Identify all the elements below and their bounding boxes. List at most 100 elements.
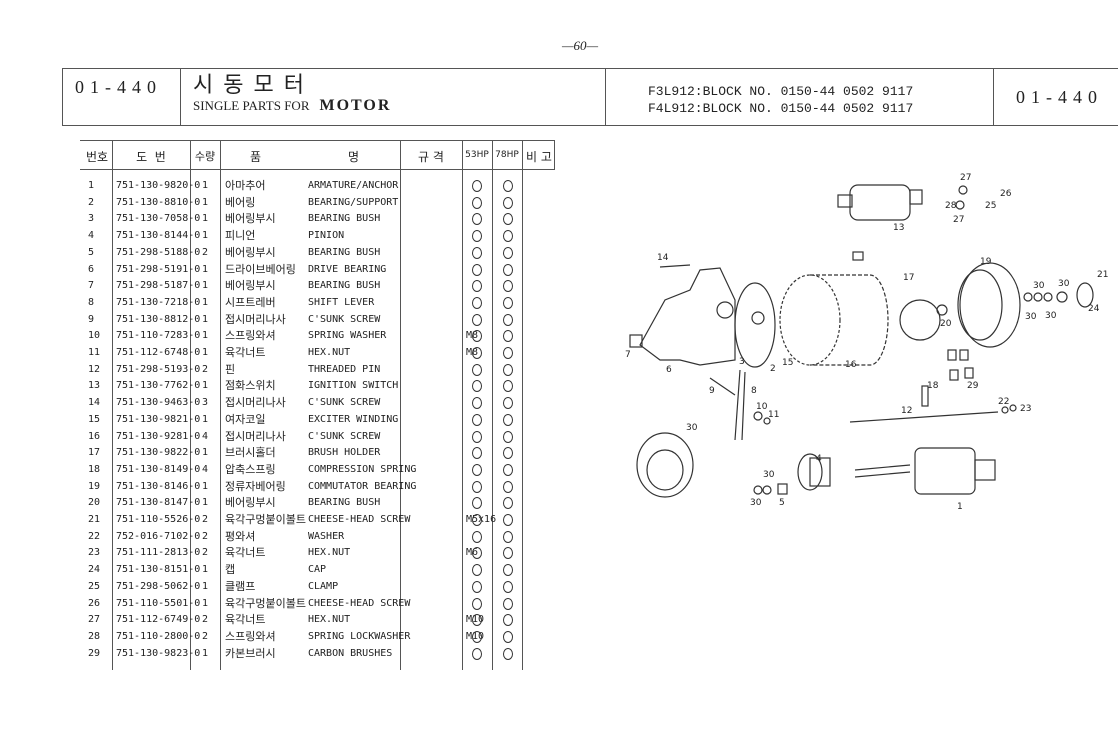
callout-number: 12 [901,406,912,416]
applicability-circle-icon [472,430,482,443]
applicability-circle-icon [472,413,482,426]
callout-number: 27 [960,173,971,183]
applicability-circle-icon [472,330,482,343]
name-korean: 베어링 [225,195,256,209]
bearing-support-drawing [734,282,776,368]
applicability-circle-icon [503,547,513,560]
applicability-circle-icon [472,614,482,627]
block-line: F3L912:BLOCK NO. 0150-44 0502 9117 [648,84,914,99]
row-no: 11 [88,347,101,358]
name-korean: 접시머리나사 [225,396,286,410]
title-prefix: SINGLE PARTS FOR [193,98,310,113]
name-english: C'SUNK SCREW [308,430,381,442]
shift-lever-drawing [709,369,771,441]
callout-number: 20 [940,319,952,329]
applicability-circle-icon [472,180,482,192]
quantity: 1 [202,196,209,208]
applicability-circle-icon [503,630,513,643]
quantity: 1 [202,647,209,659]
callout-number: 30 [1058,279,1070,289]
part-number: 751-130-9823-0 [116,647,201,659]
col-53hp: 53HP [465,150,489,160]
applicability-circle-icon [472,547,482,560]
callout-number: 5 [779,498,785,508]
name-korean: 피니언 [225,229,256,243]
row-no: 5 [88,246,95,258]
applicability-circle-icon [472,280,482,293]
callout-number: 30 [1033,281,1045,291]
name-english: SPRING LOCKWASHER [308,630,411,642]
name-korean: 카본브러시 [225,646,276,660]
applicability-circle-icon [472,313,482,326]
row-no: 4 [88,230,95,242]
callout-number: 23 [1020,404,1031,414]
name-english: BEARING BUSH [308,497,381,509]
callout-number: 18 [927,381,939,391]
applicability-circle-icon [503,296,513,309]
part-number: 751-110-5526-0 [116,514,201,525]
quantity: 4 [202,463,209,475]
callout-number: 22 [998,397,1009,407]
name-english: DRIVE BEARING [308,263,387,275]
applicability-circle-icon [503,330,513,343]
part-number: 751-110-2800-0 [116,630,201,642]
quantity: 1 [202,497,209,509]
part-number: 751-130-8147-0 [116,497,201,509]
row-no: 7 [88,280,95,292]
quantity: 1 [202,296,209,308]
part-number: 751-130-8810-0 [116,196,201,208]
name-english: CARBON BRUSHES [308,647,393,659]
applicability-circle-icon [472,296,482,309]
callout-number: 30 [763,470,775,480]
name-english: ARMATURE/ANCHOR [308,180,399,191]
name-korean: 여자코일 [225,412,266,426]
name-korean: 브러시홀더 [225,446,276,460]
applicability-circle-icon [503,530,513,543]
brush-plate-drawing [636,432,694,498]
callout-number: 30 [750,498,762,508]
applicability-circle-icon [472,463,482,476]
name-korean: 아마추어 [225,179,266,192]
part-number: 751-130-9821-0 [116,413,201,425]
name-english: HEX.NUT [308,547,351,559]
callout-number: 24 [1088,304,1100,314]
name-english: CHEESE-HEAD SCREW [308,514,411,525]
ignition-switch-drawing [837,184,968,221]
row-no: 13 [88,380,101,392]
quantity: 1 [202,413,209,425]
name-korean: 베어링부시 [225,496,276,510]
section-code: 01-440 [63,69,181,125]
name-korean: 베어링부시 [225,279,276,293]
part-number: 751-130-8146-0 [116,480,201,492]
applicability-circle-icon [472,564,482,577]
row-no: 22 [88,530,101,542]
applicability-circle-icon [472,497,482,510]
name-english: C'SUNK SCREW [308,397,381,409]
part-number: 751-298-5187-0 [116,280,201,292]
name-english: IGNITION SWITCH [308,380,399,392]
row-no: 16 [88,430,101,442]
quantity: 2 [202,630,209,642]
callout-number: 26 [1000,189,1012,199]
applicability-circle-icon [503,380,513,393]
name-korean: 정류자베어링 [225,479,286,493]
callout-number: 28 [945,201,957,211]
name-english: COMPRESSION SPRING [308,463,417,475]
name-korean: 베어링부시 [225,245,276,259]
applicability-circle-icon [503,263,513,276]
callout-number: 19 [980,257,992,267]
applicability-circle-icon [472,647,482,660]
applicability-circle-icon [472,246,482,259]
applicability-circle-icon [503,514,513,526]
col-78hp: 78HP [495,150,519,160]
